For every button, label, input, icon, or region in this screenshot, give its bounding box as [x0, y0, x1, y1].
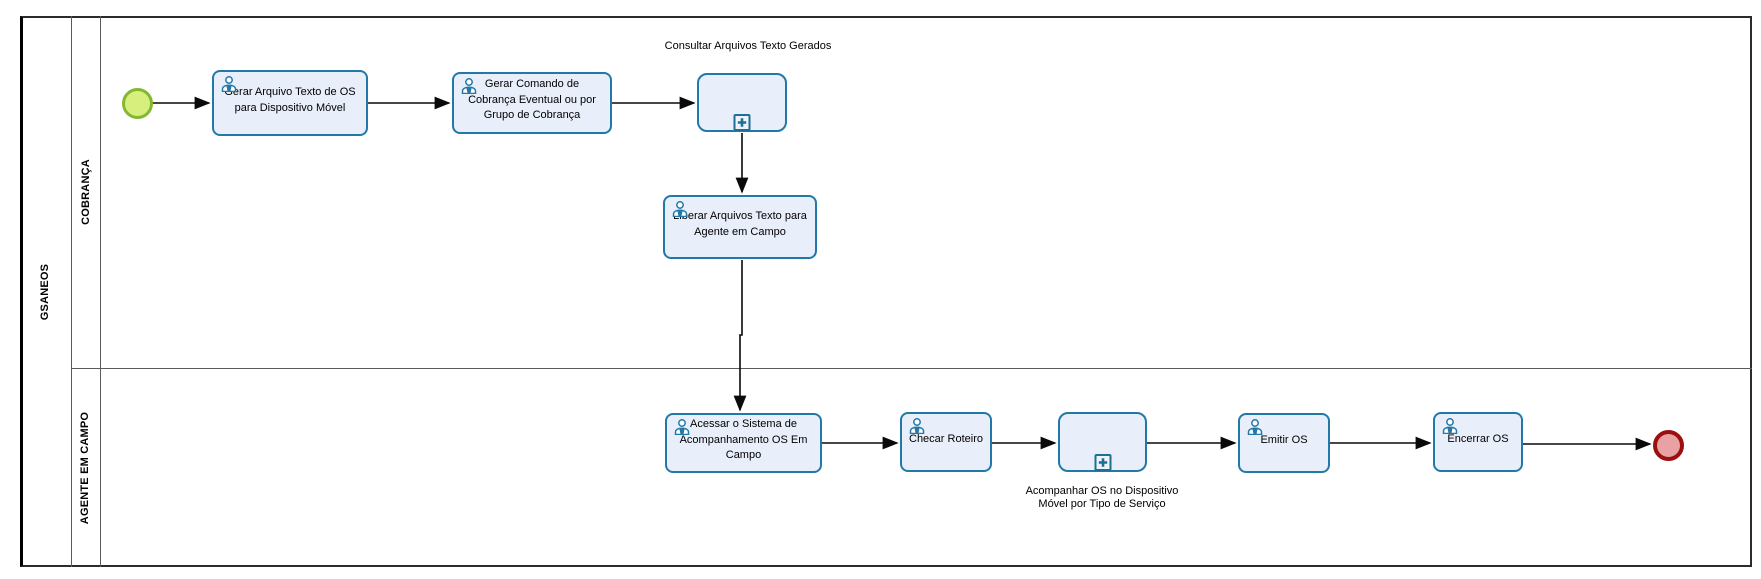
- subprocess-acompanhar-label: Acompanhar OS no Dispositivo Móvel por T…: [1025, 485, 1179, 510]
- subprocess-expand-plus-icon[interactable]: [733, 114, 751, 131]
- lane-label-cobranca: COBRANÇA: [79, 159, 92, 225]
- task-checar-roteiro[interactable]: Checar Roteiro: [900, 412, 992, 472]
- user-task-icon: [672, 418, 692, 441]
- task-label: Gerar Arquivo Texto de OS para Dispositi…: [224, 86, 356, 114]
- user-task-icon: [670, 200, 690, 223]
- subprocess-consultar-arquivos[interactable]: [697, 73, 787, 132]
- user-task-icon: [1440, 417, 1460, 440]
- task-label: Liberar Arquivos Texto para Agente em Ca…: [673, 210, 807, 238]
- task-liberar-arquivos[interactable]: Liberar Arquivos Texto para Agente em Ca…: [663, 195, 817, 259]
- task-gerar-arquivo-texto[interactable]: Gerar Arquivo Texto de OS para Dispositi…: [212, 70, 368, 136]
- task-encerrar-os[interactable]: Encerrar OS: [1433, 412, 1523, 472]
- task-label: Encerrar OS: [1447, 432, 1509, 445]
- pool-label: GSANEOS: [39, 263, 52, 320]
- task-acessar-sistema[interactable]: Acessar o Sistema de Acompanhamento OS E…: [665, 413, 822, 473]
- task-emitir-os[interactable]: Emitir OS: [1238, 413, 1330, 473]
- subprocess-expand-plus-icon[interactable]: [1094, 454, 1111, 471]
- task-label: Checar Roteiro: [909, 432, 983, 445]
- task-label: Emitir OS: [1260, 433, 1308, 446]
- task-label: Acessar o Sistema de Acompanhamento OS E…: [679, 418, 808, 462]
- pool-header-divider: [71, 16, 72, 567]
- user-task-icon: [1245, 418, 1265, 441]
- task-label: Gerar Comando de Cobrança Eventual ou po…: [468, 78, 596, 122]
- end-event[interactable]: [1653, 430, 1684, 461]
- user-task-icon: [219, 75, 239, 98]
- user-task-icon: [907, 417, 927, 440]
- task-gerar-comando-cobranca[interactable]: Gerar Comando de Cobrança Eventual ou po…: [452, 72, 612, 134]
- lane-divider: [71, 368, 1752, 369]
- lane-label-divider: [100, 16, 101, 567]
- start-event[interactable]: [122, 88, 153, 119]
- subprocess-acompanhar-os[interactable]: [1058, 412, 1147, 472]
- subprocess-consultar-label: Consultar Arquivos Texto Gerados: [664, 40, 832, 52]
- lane-header-cobranca: COBRANÇA: [71, 16, 100, 368]
- lane-header-agente-em-campo: AGENTE EM CAMPO: [71, 368, 100, 567]
- user-task-icon: [459, 77, 479, 100]
- lane-label-agente-em-campo: AGENTE EM CAMPO: [79, 411, 92, 524]
- pool-header: GSANEOS: [20, 16, 71, 567]
